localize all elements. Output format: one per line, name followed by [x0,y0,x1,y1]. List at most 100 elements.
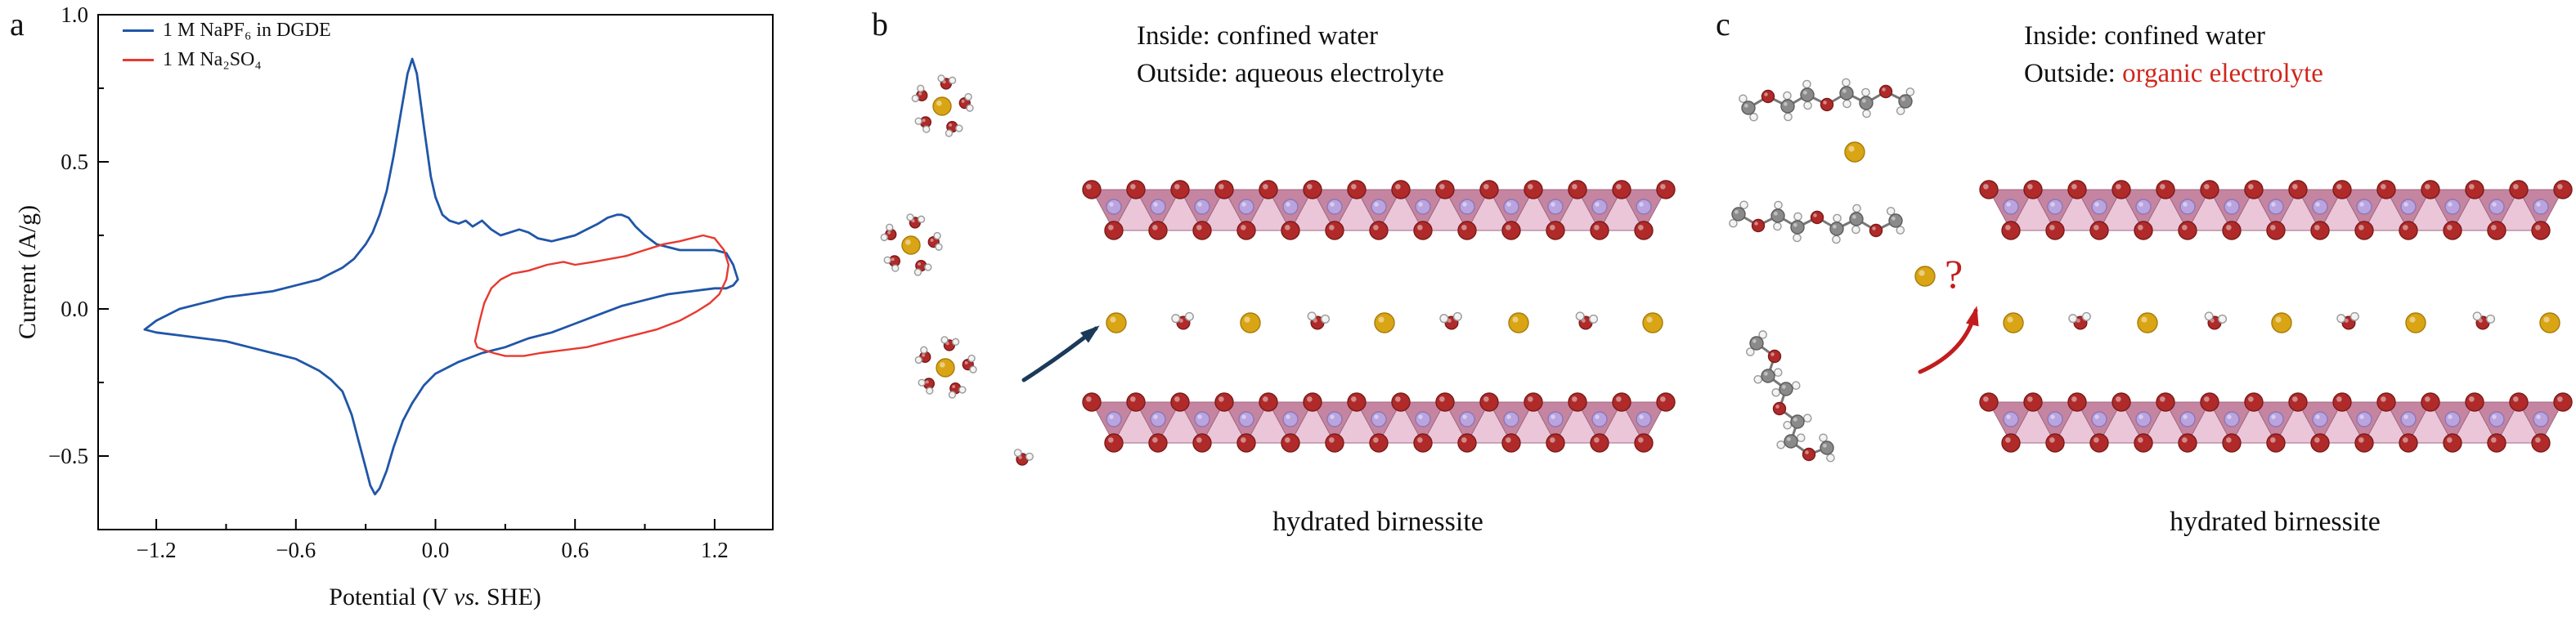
sodium-ion [936,358,955,378]
x-tick-label: −0.6 [276,538,316,562]
manganese-atom [2179,199,2196,215]
oxygen-atom [2332,180,2352,199]
sodium-ion [932,96,952,116]
carbon-atom [1761,369,1775,383]
oxygen-atom [1236,221,1256,240]
question-mark: ? [1945,251,1963,297]
oxygen-atom [1214,180,1234,199]
legend-entry-na2so4: 1 M Na₂SO₄ [123,49,331,71]
hydrogen-atom [958,386,967,394]
oxygen-atom [2244,392,2264,412]
water-molecule [1013,449,1034,466]
carbon-atom [1784,434,1798,449]
birnessite-layer-top [1082,180,1676,240]
oxygen-atom [1192,221,1212,240]
water-molecule [913,260,932,276]
oxygen-atom [2178,433,2197,453]
hydrogen-atom [924,263,932,271]
manganese-atom [1503,199,1519,215]
hydrogen-atom [906,213,914,221]
hydrogen-atom [2336,314,2346,324]
sodium-ion [2539,312,2560,333]
oxygen-atom [2023,392,2043,412]
oxygen-atom [2509,180,2529,199]
oxygen-atom [1479,392,1499,412]
oxygen-atom [1524,180,1543,199]
oxygen-atom [2509,392,2529,412]
oxygen-atom [2553,392,2573,412]
oxygen-atom [2354,221,2374,240]
hydrogen-atom [1739,94,1748,104]
manganese-atom [2047,411,2063,427]
carbon-atom [1749,336,1764,351]
oxygen-atom [1325,221,1344,240]
birnessite-layer-bottom [1082,392,1676,453]
oxygen-atom [2112,392,2131,412]
oxygen-atom [1751,218,1766,233]
oxygen-atom [1612,180,1631,199]
hydrogen-atom [1776,440,1786,449]
water-molecule [2204,311,2228,330]
oxygen-atom [1457,221,1477,240]
oxygen-atom [2001,221,2021,240]
hydrogen-atom [1793,233,1802,243]
sodium-ion [1508,312,1529,333]
manganese-atom [1415,411,1431,427]
sodium-ion [2405,312,2426,333]
oxygen-atom [2001,433,2021,453]
carbon-atom [1779,382,1793,396]
y-tick-label: 1.0 [61,2,88,27]
oxygen-atom [1347,392,1367,412]
panel-c-inside-text: Inside: confined water [2024,21,2266,51]
oxygen-atom [1634,433,1654,453]
carbon-atom [1829,221,1844,236]
x-tick-label: 1.2 [701,538,729,562]
hydrogen-atom [1773,221,1782,231]
hydrogen-atom [948,76,957,84]
oxygen-atom [1772,401,1787,416]
hydrogen-atom [920,346,928,354]
manganese-atom [1547,411,1564,427]
water-molecule [911,84,928,103]
panel-c-illustration [1729,78,2573,463]
oxygen-atom [2067,180,2087,199]
hydrogen-atom [1589,314,1599,324]
carbon-atom [1839,86,1854,101]
manganese-atom [1106,199,1122,215]
oxygen-atom [1148,221,1168,240]
oxygen-atom [1104,221,1124,240]
carbon-atom [1741,101,1756,115]
manganese-atom [1503,411,1519,427]
hydrogen-atom [886,223,894,231]
panel-c-outside-value: organic electrolyte [2122,59,2323,88]
oxygen-atom [2421,180,2440,199]
oxygen-atom [1634,221,1654,240]
sodium-ion [901,235,921,255]
legend-line-blue-icon [123,29,154,32]
oxygen-atom [1082,180,1102,199]
manganese-atom [1282,199,1299,215]
oxygen-atom [1656,180,1676,199]
hydrogen-atom [2081,311,2091,321]
manganese-atom [1282,411,1299,427]
oxygen-atom [1325,433,1344,453]
hydrogen-atom [1729,218,1738,228]
oxygen-atom [2156,392,2175,412]
y-tick-label: 0.0 [61,297,88,321]
oxygen-atom [1435,392,1455,412]
oxygen-atom [2222,433,2242,453]
carbon-atom [1790,414,1805,429]
hydrogen-atom [1833,213,1842,223]
sodium-ion [1844,141,1865,163]
oxygen-atom [2156,180,2175,199]
oxygen-atom [2487,433,2506,453]
manganese-atom [1238,411,1254,427]
hydrogen-atom [964,92,972,101]
oxygen-atom [1369,221,1389,240]
hydrogen-atom [917,84,925,92]
manganese-atom [1150,411,1166,427]
hydrogen-atom [1739,200,1748,210]
oxygen-atom [1435,180,1455,199]
hydrogen-atom [918,378,926,387]
hydrogen-atom [1803,101,1812,110]
